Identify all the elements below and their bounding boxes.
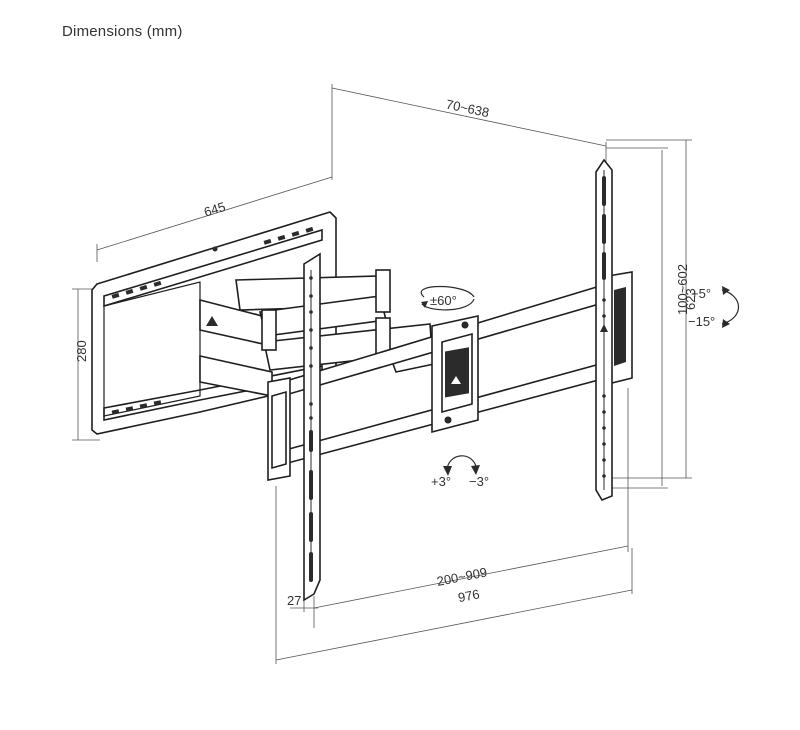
- diagram-title: Dimensions (mm): [62, 23, 183, 40]
- tilt-head: [431, 315, 479, 434]
- tv-arm-left: [303, 252, 321, 602]
- tv-arm-right: [595, 158, 613, 501]
- dimension-depth: 70~638: [331, 84, 607, 180]
- dimension-arm-length: 645: [96, 176, 333, 262]
- level-indicator: +3° −3°: [431, 455, 489, 489]
- level-minus-label: −3°: [469, 474, 489, 489]
- offset-label: 27: [287, 593, 301, 608]
- swivel-label: ±60°: [430, 293, 457, 308]
- arm-length-label: 645: [202, 199, 227, 220]
- level-plus-label: +3°: [431, 474, 451, 489]
- arm-height-label: 623: [683, 288, 698, 310]
- rail-end-cap-left: [267, 377, 291, 481]
- dimension-total-width: 976: [275, 486, 633, 664]
- tilt-down-label: −15°: [688, 314, 715, 329]
- swivel-indicator: ±60°: [420, 285, 475, 311]
- plate-height-label: 280: [74, 340, 89, 362]
- horizontal-range-label: 200~909: [435, 564, 488, 588]
- tilt-indicator: +5° −15°: [688, 286, 739, 329]
- articulating-arms: [199, 269, 435, 397]
- tilt-up-label: +5°: [691, 286, 711, 301]
- total-width-label: 976: [457, 586, 481, 605]
- vertical-range-label: 100~602: [675, 264, 690, 315]
- rail-end-cap-right: [607, 271, 633, 386]
- dimension-plate-height: 280: [72, 288, 100, 441]
- dimension-vertical: 100~602 623: [606, 139, 698, 489]
